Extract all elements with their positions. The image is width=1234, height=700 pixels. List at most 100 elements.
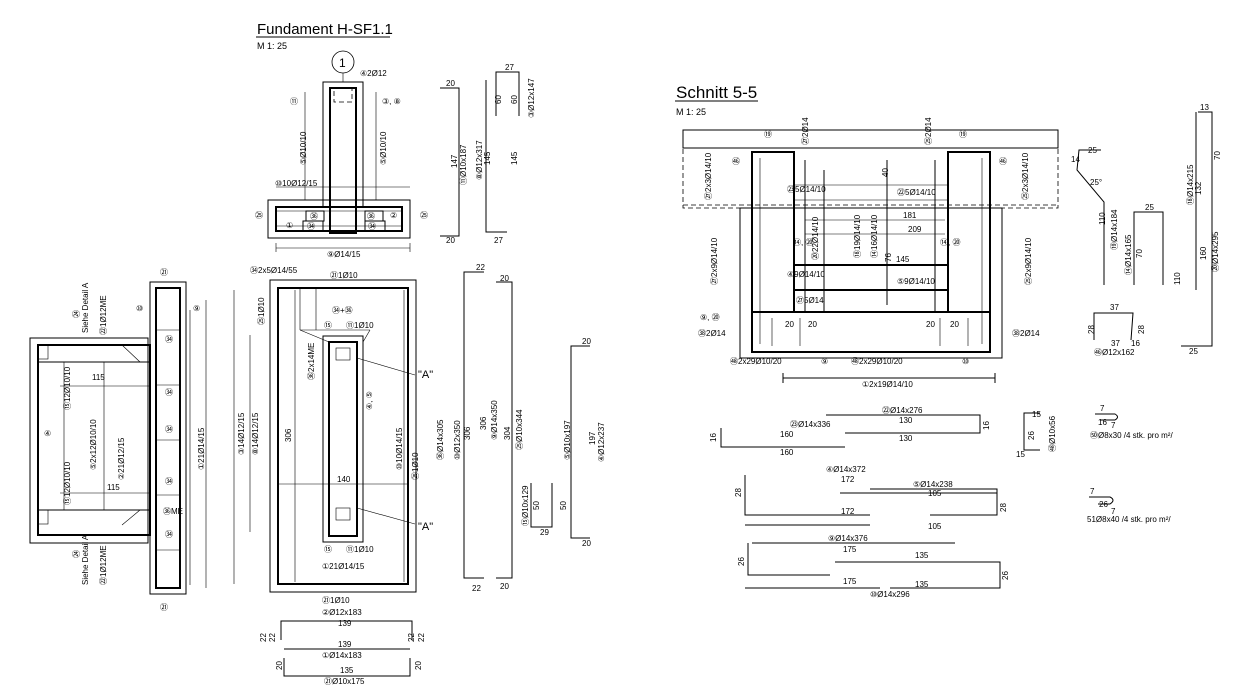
label-34-a: ㉞	[307, 222, 315, 231]
b15-29: 29	[540, 528, 549, 537]
label-25-1o10: ㉕1Ø10	[257, 297, 266, 325]
s46a: ㊻	[732, 157, 740, 166]
s5-9o14-10: ⑤9Ø14/10	[897, 277, 935, 286]
right-scale: M 1: 25	[676, 107, 706, 117]
d160b: 160	[780, 448, 794, 457]
label-5-2x12o10-10: ⑤2x12Ø10/10	[89, 419, 98, 470]
label-21-1o10-top: ㉑1Ø10	[330, 271, 358, 280]
label-a2: "A"	[418, 521, 433, 533]
s48a: ㊽2x29Ø10/20	[730, 357, 782, 366]
label-11-1o10-bot: ⑪1Ø10	[346, 545, 374, 554]
right-bar-shapes: 13 70 25 14 25° 110 ⑲Ø14x184 ⑱Ø14x215 13…	[1071, 103, 1222, 357]
s209: 209	[908, 225, 922, 234]
d175a: 175	[843, 545, 857, 554]
label-5-o10-10-a: ⑤Ø10/10	[299, 131, 308, 165]
label-4-5: ④, ⑤	[365, 391, 374, 410]
label-22-1o12me-top: ㉒1Ø12ME	[99, 295, 108, 335]
label-24-bot: ㉔	[72, 550, 81, 558]
d5: ⑤Ø14x238	[913, 480, 953, 489]
b1-139: 139	[338, 640, 352, 649]
d51: 51Ø8x40 /4 stk. pro m²/	[1087, 515, 1171, 524]
s14-20-l: ⑭, ⑳	[793, 238, 813, 247]
b2-139a: 139	[338, 619, 352, 628]
s27-2x9o14-10: ㉗2x9Ø14/10	[710, 237, 719, 285]
axis-marker-label: 1	[339, 56, 346, 70]
label-siehe-a-bot: Siehe Detail A	[81, 534, 90, 585]
s53a: ㊳2Ø14	[698, 329, 726, 338]
d23: ㉓Ø14x336	[790, 420, 831, 429]
label-3-14o12-15: ③14Ø12/15	[237, 412, 246, 455]
r14: 14	[1071, 155, 1080, 164]
b8-name: ③Ø12x147	[527, 78, 536, 118]
d9: ⑨Ø14x376	[828, 534, 868, 543]
label-4-2o12: ④2Ø12	[360, 69, 387, 78]
d26: 26	[1027, 431, 1036, 440]
r28a: 28	[1087, 325, 1096, 334]
label-115b: 115	[107, 483, 120, 492]
label-10-10o14-15: ⑩10Ø14/15	[395, 427, 404, 470]
r70b: 70	[1135, 249, 1144, 258]
left-title: Fundament H-SF1.1	[257, 21, 393, 38]
section-5-5: ⑲ ⑲ ㉗2Ø14 ㉕2Ø14 ㊻ ㊻ ㉗2x3Ø14/10 ㉕2x3Ø14/1…	[682, 117, 1059, 389]
d7d: 7	[1111, 507, 1116, 516]
label-15-12o10-10b: ⑮12Ø10/10	[63, 461, 72, 505]
label-1-21o14-15-side: ①21Ø14/15	[197, 427, 206, 470]
s4-9o14-10: ④9Ø14/10	[787, 270, 825, 279]
d16a: 16	[709, 433, 718, 442]
left-scale: M 1: 25	[257, 41, 287, 51]
s9: ⑨	[821, 357, 828, 366]
label-11: ⑪	[290, 97, 298, 106]
label-siehe-a-top: Siehe Detail A	[81, 282, 90, 333]
d160a: 160	[780, 430, 794, 439]
label-5-o10-10-b: ⑤Ø10/10	[379, 131, 388, 165]
d48: ㊽Ø10x56	[1048, 415, 1057, 452]
label-36me: ㊱ME	[163, 507, 183, 516]
b9-20a: 20	[500, 274, 509, 283]
b25-name: ㉕Ø10x344	[515, 409, 524, 450]
b21-name: ㉑Ø10x175	[324, 677, 365, 686]
r25a: 25	[1088, 146, 1097, 155]
s9-20: ⑨, ⑳	[700, 313, 720, 322]
label-25-b: ㉕	[420, 211, 428, 220]
b2-22c: 22	[407, 633, 416, 642]
s20a: 20	[785, 320, 794, 329]
b21-135: 135	[340, 666, 354, 675]
b10-name: ⑩Ø12x350	[453, 420, 462, 460]
bar-shapes-vertical: 22 20 ㊱Ø14x305 ⑩Ø12x350 306 306 ⑨Ø14x350…	[436, 263, 606, 593]
bar-shapes-bottom: ②Ø12x183 139 22 22 22 22 139 ①Ø14x183 20…	[259, 608, 426, 686]
b8-name2: ⑧Ø12x317	[475, 140, 484, 180]
b21-20a: 20	[275, 661, 284, 670]
s18-19o14-10: ⑱19Ø14/10	[853, 214, 862, 258]
r110a: 110	[1098, 212, 1107, 225]
label-10-10o12-15: ⑩10Ø12/15	[275, 179, 318, 188]
s27-2o14: ㉗2Ø14	[801, 117, 810, 145]
b5-197: 197	[588, 431, 597, 445]
label-34-2x5o14-55: ㉞2x5Ø14/55	[250, 266, 298, 275]
s20c: 20	[926, 320, 935, 329]
s22-5o14-10: ㉒5Ø14/10	[897, 188, 936, 197]
label-2: ②	[390, 211, 397, 220]
s27-5o14: ㉗5Ø14	[796, 296, 824, 305]
b2-22d: 22	[417, 633, 426, 642]
s48b: ㊽2x29Ø10/20	[851, 357, 903, 366]
r46: ㊻Ø12x162	[1094, 348, 1135, 357]
d135b: 135	[915, 580, 929, 589]
d26c: 26	[737, 557, 746, 566]
r37a: 37	[1110, 303, 1119, 312]
d28b: 28	[999, 503, 1008, 512]
left-side-plan: ㉔ Siehe Detail A ㉒1Ø12ME ⑮12Ø10/10 115 ④…	[29, 282, 151, 585]
label-22-1o12me-bot: ㉒1Ø12ME	[99, 545, 108, 585]
d50: ㊿Ø8x30 /4 stk. pro m²/	[1090, 431, 1173, 440]
label-25-1o10-b: ㉕1Ø10	[411, 452, 420, 480]
r25deg: 25°	[1090, 178, 1102, 187]
label-21-1o10-bot: ㉑1Ø10	[322, 596, 350, 605]
b15-50b: 50	[559, 501, 568, 510]
s10: ⑩	[962, 357, 969, 366]
b15-name: ⑮Ø10x129	[521, 485, 530, 526]
s25-2o14: ㉕2Ø14	[924, 117, 933, 145]
b10-306: 306	[463, 426, 472, 440]
b36-name: ㊱Ø14x305	[436, 419, 445, 460]
label-11-1o10-top: ⑪1Ø10	[346, 321, 374, 330]
label-140: 140	[337, 475, 351, 484]
